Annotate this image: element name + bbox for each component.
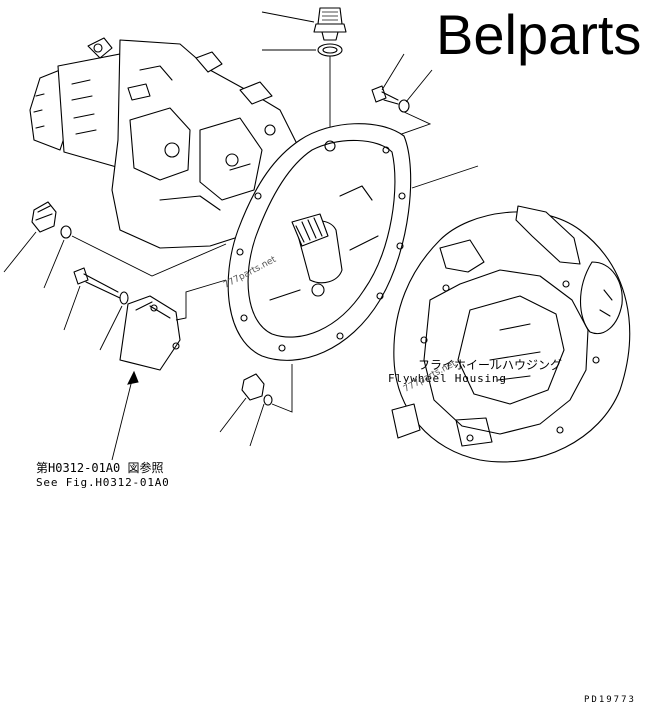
washer-icon <box>398 99 410 113</box>
bracket-plate-icon <box>119 295 181 371</box>
figure-reference-label-en: See Fig.H0312-01A0 <box>36 476 170 489</box>
pump-flange-icon <box>227 123 412 361</box>
figure-reference-label-jp: 第H0312-01A0 図参照 <box>36 461 164 475</box>
gasket-ring-icon <box>317 43 343 57</box>
flywheel-housing-label-en: Flywheel Housing <box>388 372 507 385</box>
o-ring-icon <box>60 225 72 239</box>
spring-washer-icon <box>119 291 129 305</box>
flywheel-housing-label-jp: フライホイールハウジング <box>418 358 563 372</box>
hex-bolt-icon <box>241 373 265 401</box>
brand-logo-text: Belparts <box>436 3 642 66</box>
bolt-icon <box>371 85 399 105</box>
small-o-ring-icon <box>263 394 273 406</box>
long-bolt-icon <box>73 267 121 299</box>
page-code: PD19773 <box>584 695 636 705</box>
plug-fitting-icon <box>313 7 347 41</box>
drain-plug-icon <box>31 201 57 233</box>
flywheel-housing-icon <box>391 205 631 463</box>
